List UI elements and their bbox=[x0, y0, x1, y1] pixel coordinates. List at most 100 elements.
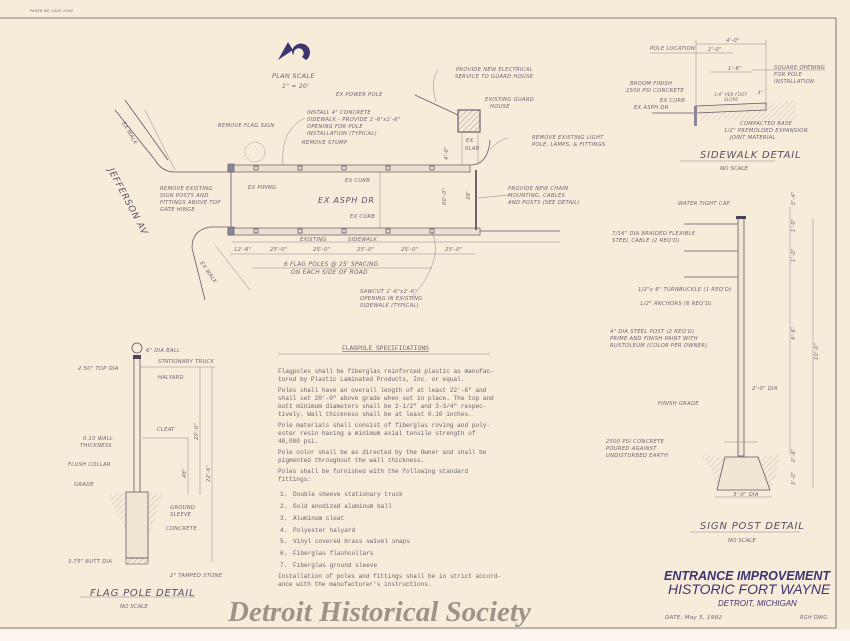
existing-sidewalk-2: SIDEWALK bbox=[348, 237, 378, 243]
tamped-stone bbox=[125, 557, 149, 565]
square-opening-3: INSTALLATION bbox=[774, 79, 814, 85]
spec-line: tively. Wall thickness shall be at least… bbox=[278, 411, 472, 418]
concrete-1: 2500 PSI CONCRETE bbox=[606, 439, 665, 445]
sp-dim-2: 1'-0" bbox=[791, 218, 797, 232]
right-dim: 38' bbox=[466, 191, 472, 200]
spec-line: Poles shall be furnished with the follow… bbox=[278, 468, 468, 475]
fitting-num: 2. bbox=[280, 503, 287, 510]
fitting-num: 5. bbox=[280, 538, 287, 545]
concrete-footing bbox=[125, 491, 149, 559]
grade-label: GRADE bbox=[74, 482, 94, 488]
fitting-num: 7. bbox=[280, 562, 287, 569]
flag-pole-markers bbox=[253, 165, 435, 234]
leader bbox=[282, 117, 306, 166]
slope-1: 1/4" PER FOOT bbox=[714, 92, 748, 97]
remove-sign-note-1: REMOVE EXISTING bbox=[160, 186, 213, 192]
sw-ex-asph: EX ASPH DR bbox=[634, 105, 669, 111]
existing-sidewalk-1: EXISTING bbox=[300, 237, 327, 243]
sp-dim-1: 0'-4" bbox=[791, 191, 797, 205]
steel-post bbox=[737, 217, 745, 457]
butt-dia-label: 3.75" BUTT DIA bbox=[68, 559, 112, 565]
remove-sign-note-4: GATE HINGE bbox=[160, 207, 195, 213]
turnbuckle: 1/2"x 6" TURNBUCKLE (1 REQ'D) bbox=[638, 287, 732, 293]
sawcut-note-1: SAWCUT 1'-6"x1'-6" bbox=[360, 289, 417, 295]
spacing-note-1: 6 FLAG POLES @ 25' SPACING bbox=[284, 262, 379, 268]
watermark: Detroit Historical Society bbox=[227, 596, 531, 628]
title-block: Detroit Historical Society ENTRANCE IMPR… bbox=[227, 569, 831, 628]
spacing-note-2: ON EACH SIDE OF ROAD bbox=[291, 270, 368, 276]
electrical-note-2: SERVICE TO GUARD HOUSE bbox=[455, 74, 534, 80]
north-arrow-arc-icon bbox=[291, 43, 310, 60]
cap-label: WATER TIGHT CAP bbox=[678, 201, 731, 207]
flush-collar-label: FLUSH COLLAR bbox=[68, 462, 111, 468]
leader bbox=[409, 231, 436, 301]
spec-line: Poles shall have an overall length of at… bbox=[278, 387, 487, 394]
fitting-item: Gold anodized aluminum ball bbox=[293, 503, 392, 510]
ex-slab-2: SLAB bbox=[465, 146, 480, 152]
spec-line: Pole color shall be as directed by the O… bbox=[278, 449, 487, 456]
concrete-3: UNDISTURBED EARTH bbox=[606, 453, 668, 459]
walk-upper-left bbox=[124, 99, 169, 161]
remove-light-note-2: POLE, LAMPS, & FITTINGS bbox=[532, 142, 606, 148]
power-line bbox=[414, 94, 459, 116]
plan-scale-value: 1" = 20' bbox=[282, 83, 309, 90]
sp-dim-3: 1'-0" bbox=[791, 248, 797, 262]
spec-line: tured by Plastic Laminated Products, Inc… bbox=[278, 376, 465, 383]
chain-note-3: AND POSTS (SEE DETAIL) bbox=[507, 200, 580, 206]
dim-2ft: 2'-0" bbox=[708, 47, 722, 53]
sidewalk-detail-scale: NO SCALE bbox=[720, 166, 748, 172]
top-dia: 2'-0" DIA bbox=[752, 386, 778, 392]
project-title: ENTRANCE IMPROVEMENT bbox=[664, 569, 831, 583]
chain-note-1: PROVIDE NEW CHAIN bbox=[508, 186, 568, 192]
fitting-item: Vinyl covered brass swivel snaps bbox=[293, 538, 410, 545]
tree-icon bbox=[244, 141, 266, 163]
wall-label-2: THICKNESS bbox=[80, 443, 112, 449]
ex-curb-bottom: EX CURB bbox=[350, 214, 375, 220]
remove-light-note-1: REMOVE EXISTING LIGHT bbox=[532, 135, 604, 141]
top-dia-label: 2.50" TOP DIA bbox=[78, 366, 119, 372]
ex-asph-label: EX ASPH DR bbox=[318, 196, 375, 205]
site-plan: PLAN SCALE 1" = 20' EX WALK bbox=[104, 42, 606, 309]
spec-line: Installation of poles and fittings shall… bbox=[278, 573, 501, 580]
new-sidewalk-lower bbox=[227, 227, 481, 236]
cable-1: 7/16" DIA BRAIDED FLEXIBLE bbox=[612, 231, 696, 237]
remove-sign-note-3: FITTINGS ABOVE TOP bbox=[160, 200, 221, 206]
remove-flag-note: REMOVE FLAG SIGN bbox=[218, 123, 275, 129]
sign-post-detail-title: SIGN POST DETAIL bbox=[700, 521, 805, 532]
ball-icon bbox=[131, 342, 143, 354]
sign-post-detail: WATER TIGHT CAP 7/16" DIA BRAIDED FLEXIB… bbox=[606, 191, 820, 544]
ex-piping-label: EX PIPING bbox=[248, 185, 276, 191]
fitting-num: 6. bbox=[280, 550, 287, 557]
remove-sign-note-2: SIGN POSTS AND bbox=[160, 193, 209, 199]
gate-post bbox=[227, 226, 235, 236]
finish-grade: FINISH GRADE bbox=[658, 401, 699, 407]
sawcut-note-2: OPENING IN EXISTING bbox=[360, 296, 422, 302]
sidewalk-note-1: INSTALL 4" CONCRETE bbox=[307, 110, 371, 116]
north-arrow-icon bbox=[278, 42, 293, 60]
sp-dim-5: 0'-6" bbox=[791, 448, 797, 462]
curb-upper-left bbox=[114, 109, 228, 173]
gate-post bbox=[227, 163, 235, 173]
truck-label: STATIONARY TRUCK bbox=[158, 359, 214, 365]
project-site: HISTORIC FORT WAYNE bbox=[668, 581, 831, 597]
expansion-2: JOINT MATERIAL bbox=[729, 135, 776, 141]
fp-dim-3: 22'-6" bbox=[206, 465, 212, 482]
sidewalk-detail-title: SIDEWALK DETAIL bbox=[700, 150, 801, 161]
spec-line: 40,000 psi. bbox=[278, 438, 318, 445]
dim-3: 25'-0" bbox=[313, 247, 330, 253]
compacted-base: COMPACTED BASE bbox=[740, 121, 793, 127]
sp-dim-7: 10'-0" bbox=[814, 343, 820, 360]
bottom-dia: 3'-0" DIA bbox=[733, 492, 759, 498]
spec-heading: FLAGPOLE SPECIFICATIONS bbox=[342, 345, 429, 352]
ex-slab-1: EX bbox=[466, 138, 474, 144]
side-dim: 4'-0" bbox=[444, 146, 450, 160]
plan-scale-label: PLAN SCALE bbox=[272, 72, 315, 80]
flag-pole-detail-scale: NO SCALE bbox=[120, 604, 148, 610]
dim-4: 25'-0" bbox=[357, 247, 374, 253]
fitting-num: 4. bbox=[280, 527, 287, 534]
leader bbox=[433, 69, 439, 103]
fitting-item: Aluminum cleat bbox=[293, 515, 345, 522]
curb-lower-left bbox=[191, 226, 228, 301]
sidewalk-note-4: INSTALLATION (TYPICAL) bbox=[307, 131, 377, 137]
